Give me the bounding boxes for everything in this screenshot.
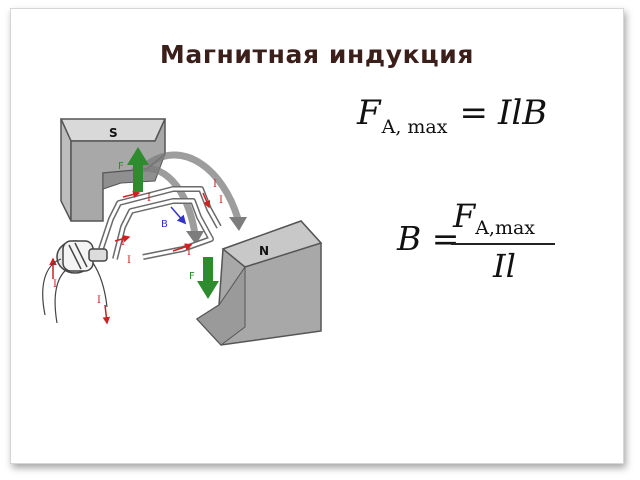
current-label: I	[147, 193, 151, 204]
field-vector-arrow	[170, 206, 187, 225]
force-arrow-up	[127, 147, 149, 192]
current-label: I	[187, 247, 191, 258]
field-arrowhead	[229, 217, 247, 231]
magnet-north	[195, 220, 323, 346]
fraction-denominator: Il	[493, 247, 516, 285]
formula-induction: B = FA,max Il	[397, 197, 567, 287]
lead-wires	[42, 258, 108, 324]
pole-label-n: N	[259, 244, 269, 258]
force-subscript: A, max	[381, 116, 448, 138]
field-vector-label: B	[161, 219, 168, 230]
conductor-loop-inner	[99, 187, 221, 260]
force-label-bottom: F	[189, 271, 195, 282]
current-label: I	[219, 195, 223, 206]
pole-label-s: S	[109, 126, 118, 140]
force-arrow-down	[197, 257, 219, 299]
force-symbol: F	[357, 93, 381, 133]
fraction-numerator: FA,max	[453, 197, 536, 239]
current-label: I	[97, 295, 101, 306]
induction-lhs: B =	[397, 219, 460, 258]
formula-force: FA, max =IlB	[357, 93, 548, 138]
current-label: I	[127, 255, 131, 266]
fraction-bar	[451, 243, 555, 245]
equals-sign: =	[459, 93, 488, 133]
force-rhs: IlB	[497, 93, 548, 133]
magnet-conductor-diagram: S N	[42, 118, 323, 346]
field-arrowhead	[186, 231, 204, 245]
magnet-south	[59, 118, 167, 222]
current-label: I	[213, 179, 217, 190]
slide-title: Магнитная индукция	[159, 40, 475, 69]
slide: Магнитная индукция FA, max=IlB B = FA,ma…	[10, 8, 624, 464]
current-label: I	[121, 237, 125, 248]
current-label: I	[53, 279, 57, 290]
switch-connector	[56, 240, 108, 274]
force-label-top: F	[118, 161, 124, 172]
current-arrows	[49, 190, 211, 325]
